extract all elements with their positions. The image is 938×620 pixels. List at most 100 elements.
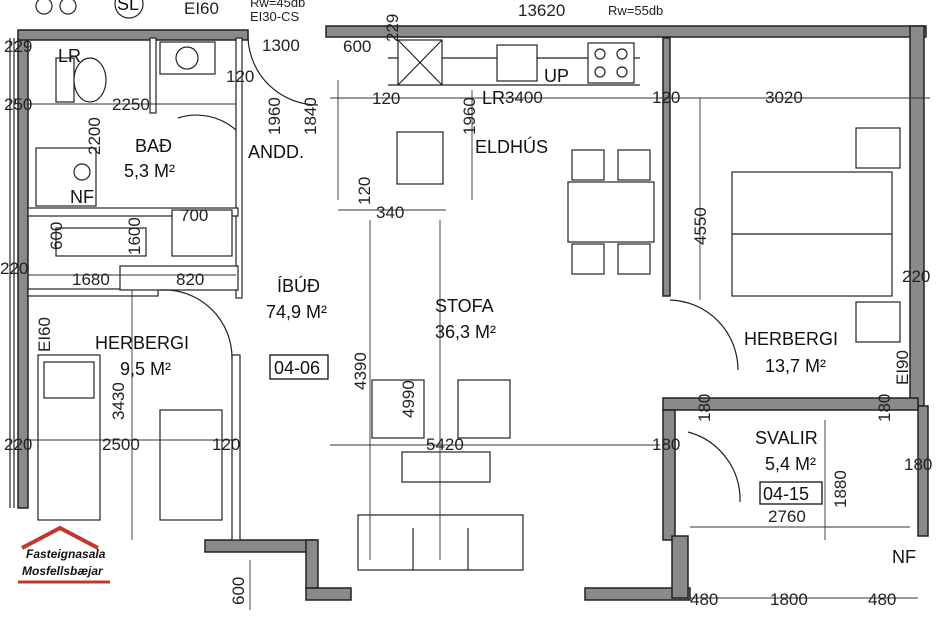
dim-text: 180 [904,455,932,474]
dim-text: 180 [875,394,894,422]
dim-text: 480 [868,590,896,609]
chair [617,243,651,275]
dim-text: 2500 [102,435,140,454]
dim-text: 1680 [72,270,110,289]
label-lr-bath: LR [58,46,81,66]
armchair [371,379,425,439]
dimension-texts: 13620 1300 600 229 229 250 2250 120 2200… [0,1,932,609]
label-up: UP [544,66,569,86]
sl-circle [114,0,144,19]
room-name-herbergi-right: HERBERGI [744,329,838,349]
dimension-lines [28,80,930,610]
room-name-svalir: SVALIR [755,428,818,448]
room-name-bad: BAÐ [135,136,172,156]
chair [571,149,605,181]
dim-text: 1960 [460,97,479,135]
dim-text: 120 [372,89,400,108]
wall-bedroom-partition [662,37,671,297]
unit-number-ibud: 04-06 [274,358,320,378]
dim-text: 1300 [262,36,300,55]
label-ei30cs: EI30-CS [250,9,299,24]
dim-text: 120 [212,435,240,454]
dim-text: 600 [47,222,66,250]
wall-bath-inner [149,37,157,114]
dim-text: 600 [343,37,371,56]
dim-text: 2250 [112,95,150,114]
washer [171,209,233,257]
dim-text: 1800 [770,590,808,609]
dim-text: 229 [383,14,402,42]
dim-text: 4390 [351,352,370,390]
wardrobe-hall [119,265,239,291]
label-rw55: Rw=55db [608,3,663,18]
room-area-herbergi-right: 13,7 M² [765,356,826,376]
cooktop [587,42,635,84]
door-swing-herb-right [669,299,739,371]
dim-text: 220 [902,267,930,286]
desk-left [159,409,223,521]
dim-text: 4990 [399,380,418,418]
unit-number-svalir: 04-15 [763,484,809,504]
kitchen-tall-unit [396,131,444,185]
label-ei60-left: EI60 [35,317,54,352]
dim-text: 180 [695,394,714,422]
label-nf-bath: NF [70,187,94,207]
door-swing-entry [247,37,319,106]
wall-right-lower [917,405,929,537]
balcony-number-box [759,481,823,505]
wall-bottom-mid [305,587,352,601]
room-name-andd: ANDD. [248,142,304,162]
wall-bottom-right [584,587,691,601]
wall-bottom-right-post [671,535,689,599]
dim-text: 120 [355,177,374,205]
dim-text: 4550 [691,207,710,245]
dim-text: 1840 [301,97,320,135]
wall-bath-hall [235,37,243,299]
dim-text: 13620 [518,1,565,20]
dim-text: 700 [180,206,208,225]
toilet-bowl [73,57,107,103]
dim-text: 220 [0,259,28,278]
room-area-svalir: 5,4 M² [765,454,816,474]
sofa [357,514,524,571]
shower-drain [73,163,91,181]
label-ei90-right: EI90 [893,350,912,385]
room-labels: BAÐ 5,3 M² ANDD. ELDHÚS ÍBÚÐ 74,9 M² 04-… [95,136,838,505]
dim-text: 1960 [265,97,284,135]
logo-line1: Fasteignasala [26,547,106,561]
dim-text: 220 [4,435,32,454]
wall-balcony-left [662,409,676,541]
label-rw45: Rw=45db [250,0,305,10]
room-name-eldhus: ELDHÚS [475,136,548,157]
wall-herb-right [231,354,241,541]
dim-text: 3430 [109,382,128,420]
logo-background [12,522,120,592]
logo-line2: Mosfellsbæjar [22,564,104,578]
dim-text: 820 [176,270,204,289]
wall-bottom-left [204,539,318,553]
room-area-stofa: 36,3 M² [435,322,496,342]
wall-right-exterior [909,25,925,407]
agency-logo: Fasteignasala Mosfellsbæjar [12,522,120,592]
dim-text: 1880 [831,470,850,508]
dim-text: 5420 [426,435,464,454]
coffee-table [401,451,491,483]
room-name-stofa: STOFA [435,296,494,316]
dim-text: 340 [376,203,404,222]
wall-top-left [17,29,249,41]
dim-text: 120 [652,88,680,107]
dim-text: 3400 [505,88,543,107]
wall-balcony-top [662,397,919,411]
dim-text: 2760 [768,507,806,526]
symbol-circle [35,0,53,15]
dim-text: 2200 [85,117,104,155]
armchair [457,379,511,439]
door-swing-herb-left [159,289,233,359]
room-area-ibud: 74,9 M² [266,302,327,322]
annotation-labels: LR NF LR UP NF SL Rw=45db Rw=55db EI60 E… [35,0,916,567]
room-name-herbergi-left: HERBERGI [95,333,189,353]
fixtures [35,37,901,571]
kitchen-sink [496,44,538,82]
label-sl: SL [117,0,139,14]
